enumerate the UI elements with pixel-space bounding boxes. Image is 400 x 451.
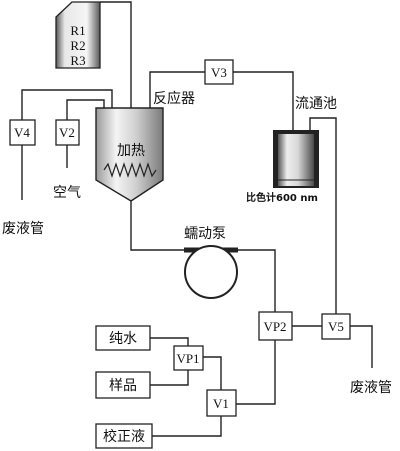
reactor: 加热 <box>95 107 164 202</box>
colorimeter-label: 比色计600 nm <box>246 191 318 204</box>
valve-v3[interactable]: V3 <box>204 59 234 85</box>
waste-right-label: 废液管 <box>350 380 392 396</box>
svg-text:VP1: VP1 <box>176 351 199 366</box>
svg-text:V4: V4 <box>14 125 30 140</box>
reagent-r1: R1 <box>70 23 85 38</box>
valve-v2[interactable]: V2 <box>55 119 80 146</box>
svg-text:V1: V1 <box>213 396 229 411</box>
heating-coil <box>103 162 157 178</box>
pump-label: 蠕动泵 <box>184 226 226 242</box>
flow-cell-label: 流通池 <box>295 96 337 112</box>
reagent-r2: R2 <box>70 38 85 53</box>
air-label: 空气 <box>53 185 81 201</box>
source-pure-water[interactable]: 纯水 <box>95 325 151 351</box>
reactor-label: 反应器 <box>153 90 195 107</box>
source-calibration[interactable]: 校正液 <box>95 423 153 449</box>
svg-text:V3: V3 <box>211 65 227 80</box>
tubing <box>21 1 373 437</box>
source-sample[interactable]: 样品 <box>95 371 151 399</box>
svg-text:V2: V2 <box>59 125 75 140</box>
flow-cell <box>273 130 319 188</box>
valve-vp1[interactable]: VP1 <box>173 345 204 371</box>
valve-v4[interactable]: V4 <box>9 119 36 146</box>
valve-v5[interactable]: V5 <box>321 313 351 340</box>
svg-text:纯水: 纯水 <box>109 331 137 347</box>
svg-text:VP2: VP2 <box>263 319 286 334</box>
heating-label: 加热 <box>117 143 145 159</box>
svg-text:V5: V5 <box>328 319 344 334</box>
reagent-bottle: R1 R2 R3 <box>55 1 101 69</box>
peristaltic-pump <box>184 245 238 299</box>
valve-v1[interactable]: V1 <box>206 389 237 417</box>
waste-left-label: 废液管 <box>2 221 44 237</box>
reagent-r3: R3 <box>70 53 85 68</box>
valve-vp2[interactable]: VP2 <box>258 311 293 341</box>
svg-text:校正液: 校正液 <box>103 428 145 445</box>
svg-text:样品: 样品 <box>109 378 137 394</box>
